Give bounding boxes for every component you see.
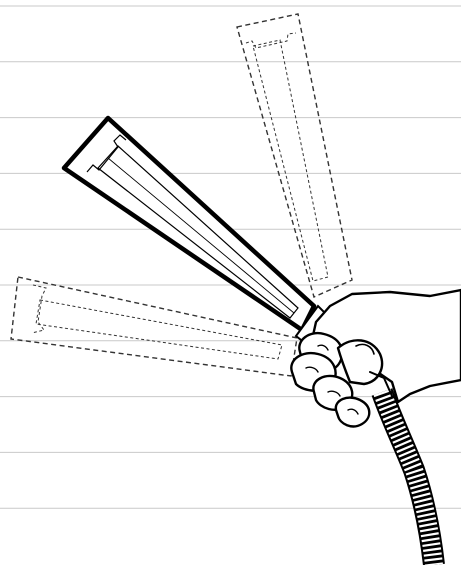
coiled-power-cord: [382, 392, 434, 565]
ghost-horizontal-lamp-tube: [36, 300, 282, 359]
ghost-horizontal-lamp-clip: [32, 285, 46, 333]
ghost-upright-lamp-tube: [253, 40, 328, 281]
finger-little: [336, 398, 369, 427]
thumb: [338, 340, 382, 384]
active-position-diagonal: [64, 118, 330, 350]
active-wand-lamp-centerline: [108, 158, 294, 313]
